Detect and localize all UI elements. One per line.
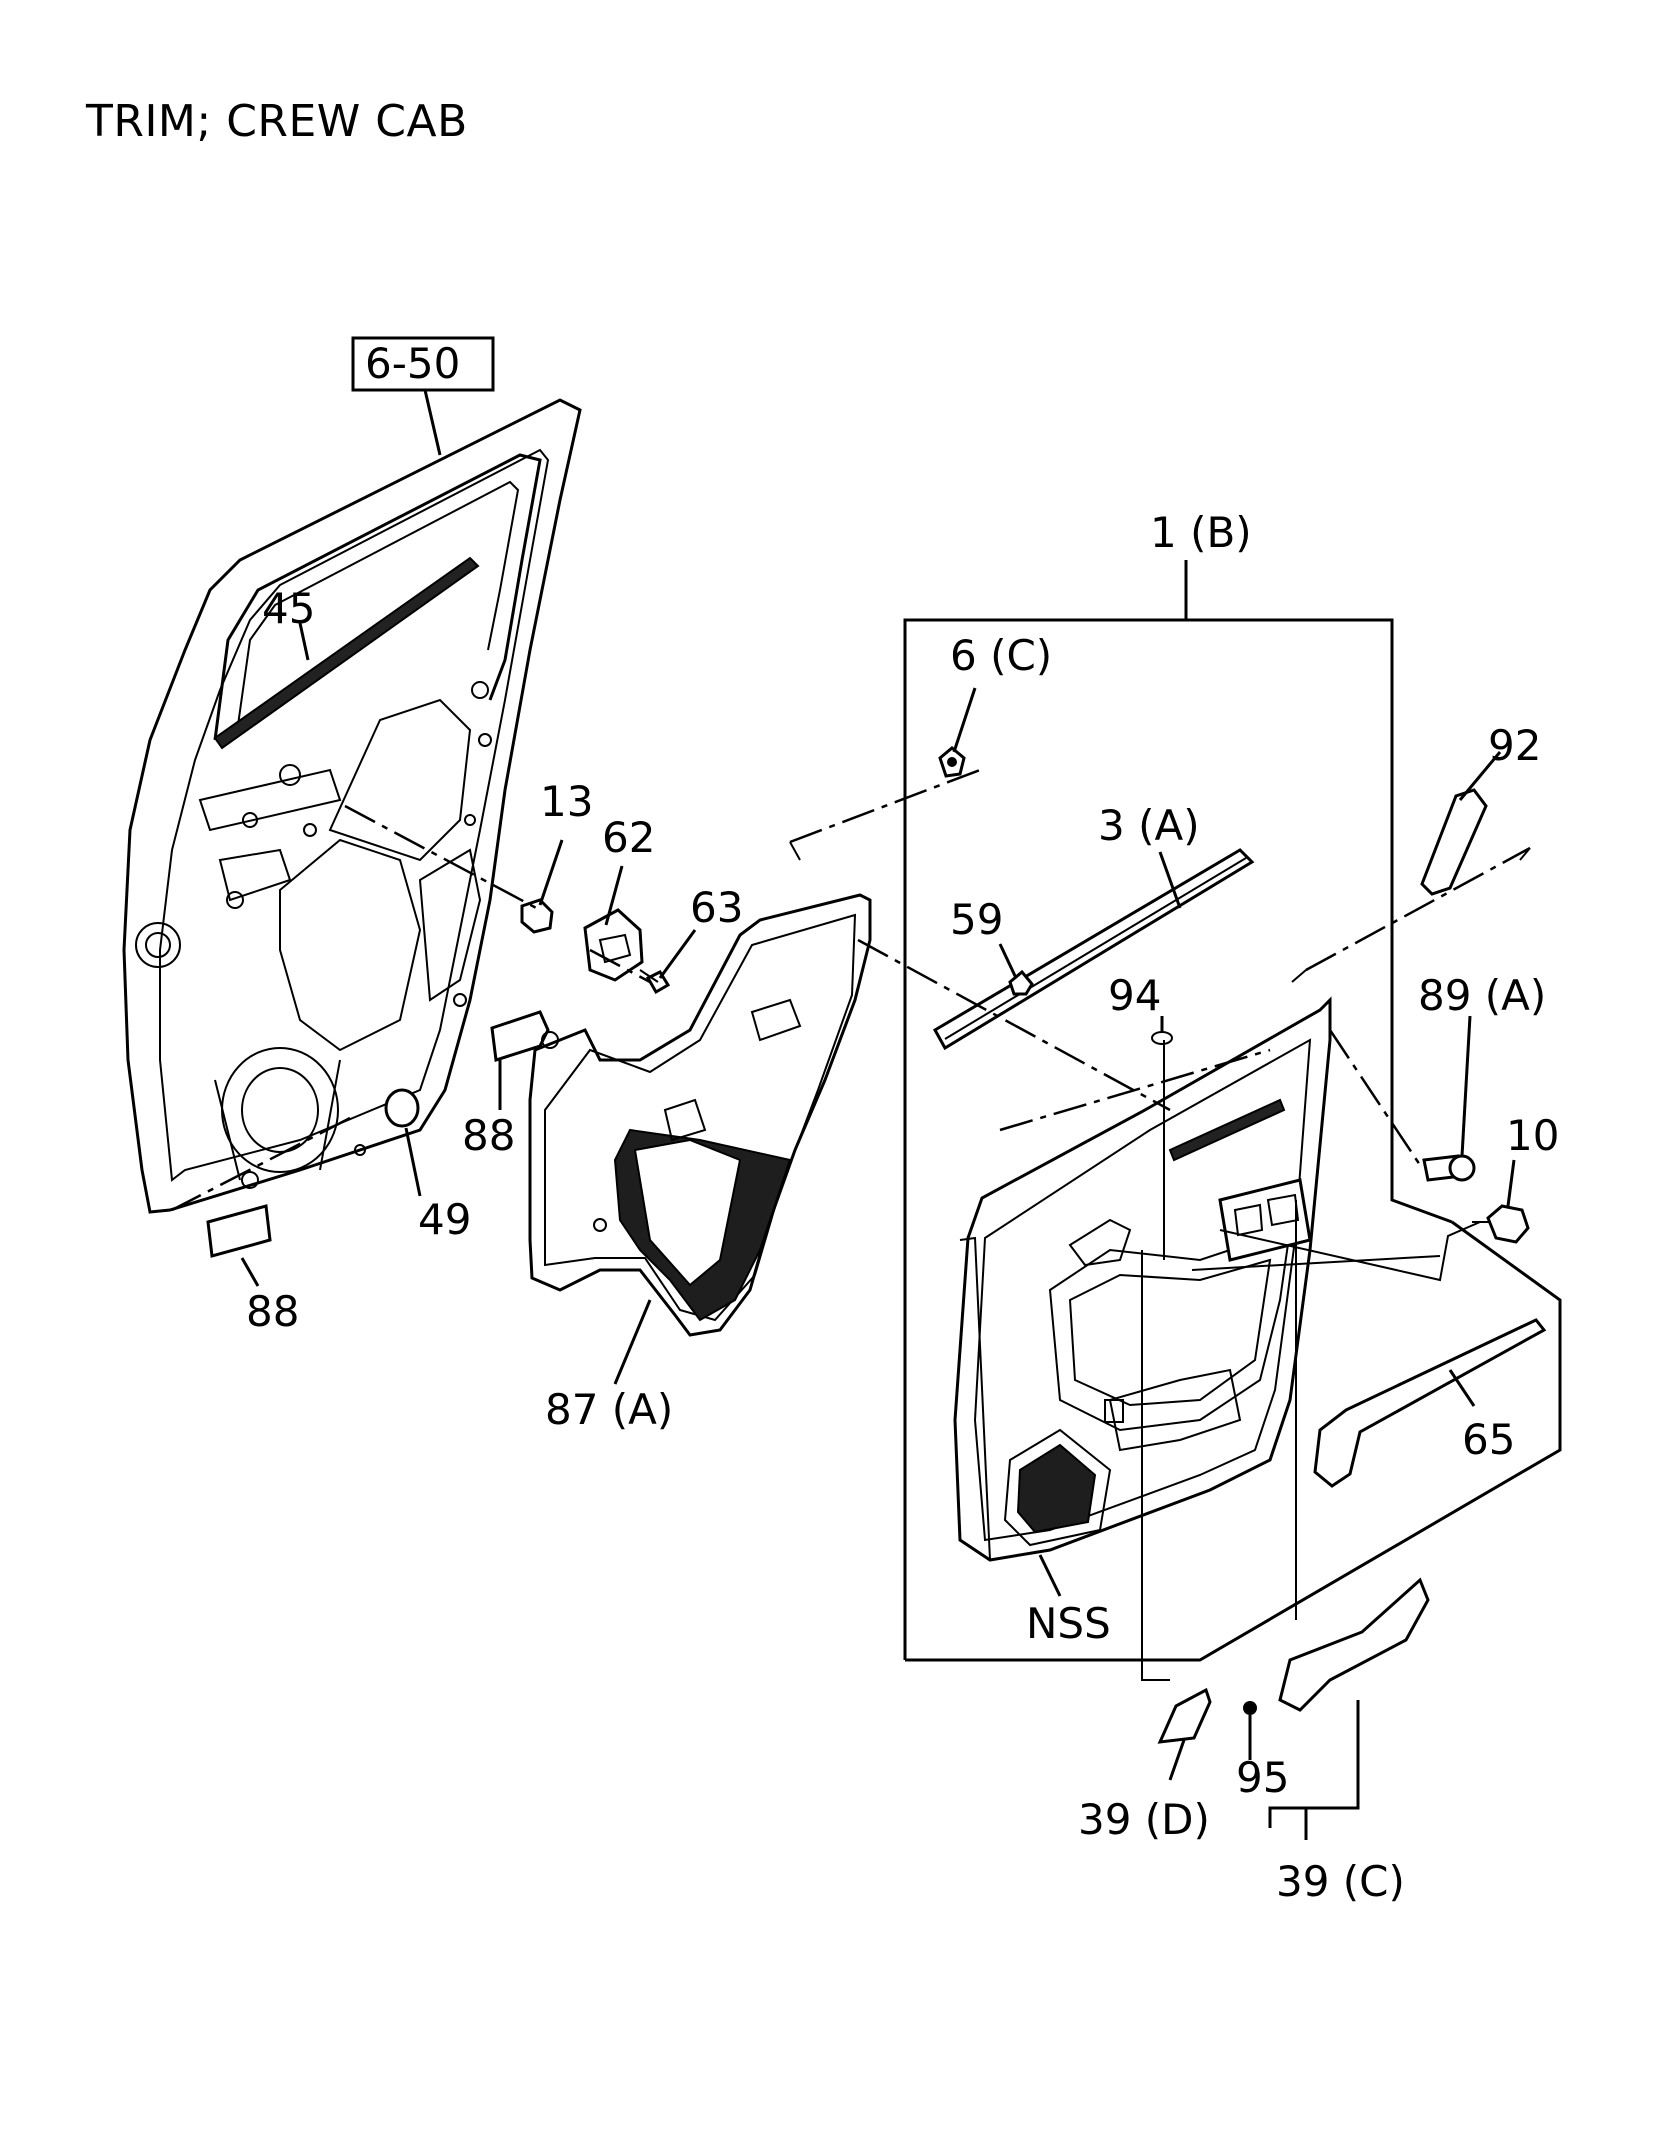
small-parts-right	[938, 746, 1547, 1744]
label-95: 95	[1236, 1753, 1289, 1802]
label-59: 59	[950, 895, 1003, 944]
label-62: 62	[602, 813, 655, 862]
label-3a: 3 (A)	[1098, 801, 1200, 850]
label-1b: 1 (B)	[1150, 508, 1252, 557]
door-trim-panel	[953, 996, 1332, 1562]
label-88-lower: 88	[246, 1287, 299, 1336]
label-45: 45	[262, 584, 315, 633]
small-parts-left	[206, 898, 671, 1258]
leader-lines	[240, 622, 1516, 1840]
label-63: 63	[690, 883, 743, 932]
label-6c: 6 (C)	[950, 631, 1052, 680]
assembly-lines	[171, 768, 1531, 1681]
page-title: TRIM; CREW CAB	[86, 96, 468, 147]
reference-box	[351, 336, 495, 392]
label-94: 94	[1108, 971, 1161, 1020]
label-89a: 89 (A)	[1418, 971, 1546, 1020]
label-13: 13	[540, 777, 593, 826]
weatherstrip-3a	[932, 848, 1255, 1051]
label-10: 10	[1506, 1111, 1559, 1160]
door-inner-panel	[122, 336, 582, 1214]
label-88-upper: 88	[462, 1111, 515, 1160]
label-87a: 87 (A)	[545, 1385, 673, 1434]
label-65: 65	[1462, 1415, 1515, 1464]
label-nss: NSS	[1026, 1599, 1111, 1648]
label-92: 92	[1488, 721, 1541, 770]
labels: 6-50 1 (B) 6 (C) 92 3 (A) 45 13 62 63 59…	[246, 339, 1559, 1906]
label-39c: 39 (C)	[1276, 1857, 1405, 1906]
label-ref-box: 6-50	[365, 339, 460, 388]
label-39d: 39 (D)	[1078, 1795, 1210, 1844]
trim-assembly-box	[903, 560, 1562, 1662]
label-49: 49	[418, 1195, 471, 1244]
water-shield-87a	[528, 893, 872, 1337]
